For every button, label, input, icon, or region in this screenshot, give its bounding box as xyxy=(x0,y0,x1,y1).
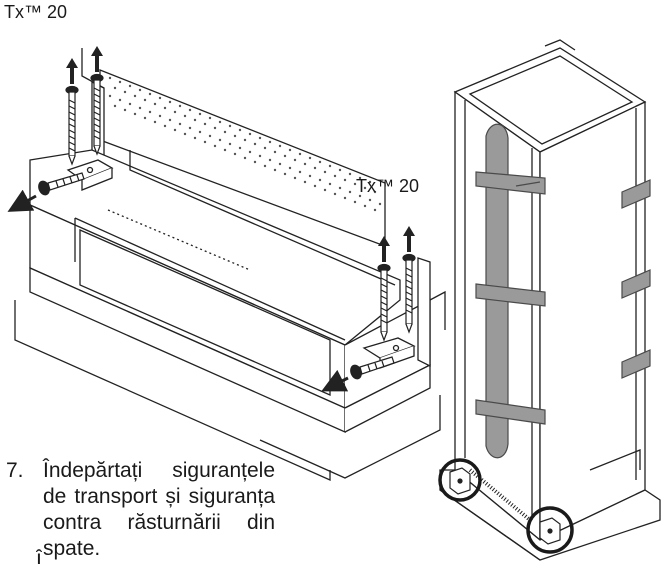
transport-strap-side xyxy=(621,179,651,379)
appliance-base-drawing xyxy=(14,48,446,482)
screw-icon xyxy=(402,253,416,334)
step-text: Îndepărtați siguranțele de transport și … xyxy=(43,459,275,560)
anti-tip-bracket xyxy=(449,467,561,545)
next-step-fragment: Î xyxy=(36,550,42,564)
step-number: 7. xyxy=(6,459,24,482)
torx-size-label-left: Tx™ 20 xyxy=(4,2,68,22)
appliance-tower-drawing xyxy=(439,39,661,561)
transport-strap-front xyxy=(475,123,546,459)
screw-icon xyxy=(377,263,391,342)
highlight-circle-icon xyxy=(438,458,574,554)
screw-icon xyxy=(38,172,85,196)
perforated-back-panel xyxy=(108,76,382,212)
screw-icon xyxy=(65,85,79,166)
torx-size-label-right: Tx™ 20 xyxy=(356,176,420,196)
screw-icon xyxy=(90,73,104,156)
screw-icon xyxy=(350,356,395,380)
arrow-up-icon xyxy=(66,46,415,262)
